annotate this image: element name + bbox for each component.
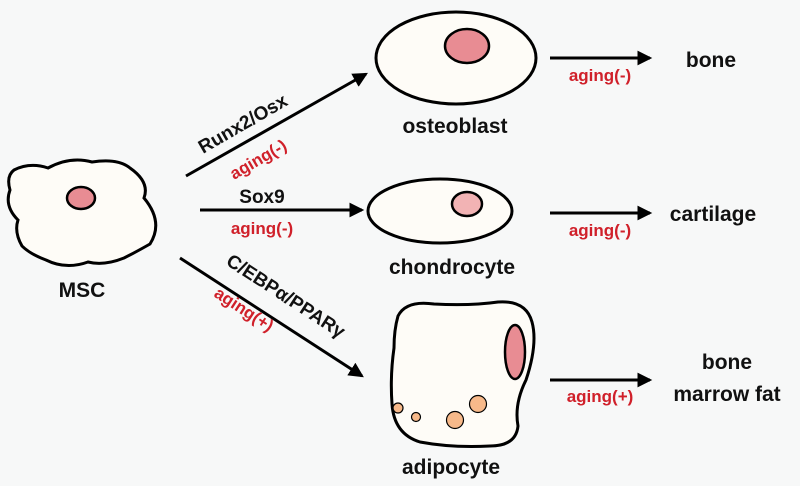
- aging-label-marrow-fat: aging(+): [567, 387, 634, 406]
- sox9-label: Sox9: [239, 187, 284, 208]
- fat-droplet: [410, 411, 422, 423]
- aging-label-osteo: aging(-): [227, 136, 290, 184]
- marrow-fat-label-line1: bone: [702, 351, 752, 374]
- chondrocyte-membrane: [366, 177, 514, 245]
- chondrocyte-label: chondrocyte: [389, 256, 515, 279]
- chondrocyte-cell: [366, 177, 514, 245]
- osteoblast-label: osteoblast: [402, 115, 507, 138]
- chondrocyte-nucleus: [450, 190, 484, 218]
- aging-label-chondro: aging(-): [231, 219, 293, 238]
- bone-label: bone: [686, 49, 736, 72]
- osteoblast-cell: [374, 10, 538, 106]
- fat-droplet: [468, 394, 488, 414]
- aging-label-cartilage: aging(-): [569, 221, 631, 240]
- adipocyte-label: adipocyte: [402, 456, 500, 479]
- aging-label-bone: aging(-): [569, 66, 631, 85]
- marrow-fat-label-line2: marrow fat: [673, 383, 780, 406]
- osteoblast-nucleus: [443, 27, 491, 65]
- adipocyte-membrane: [389, 300, 536, 448]
- fat-droplet: [392, 402, 404, 414]
- cartilage-label: cartilage: [670, 203, 756, 226]
- arrow-msc-to-osteoblast: [185, 72, 368, 178]
- arrow-msc-to-adipocyte: [179, 256, 364, 378]
- msc-cell: [6, 158, 158, 267]
- msc-membrane: [6, 158, 158, 267]
- adipocyte-nucleus: [503, 323, 527, 381]
- msc-label: MSC: [59, 279, 106, 302]
- msc-nucleus: [65, 185, 97, 211]
- fat-droplet: [445, 410, 465, 430]
- adipocyte-cell: [389, 300, 536, 448]
